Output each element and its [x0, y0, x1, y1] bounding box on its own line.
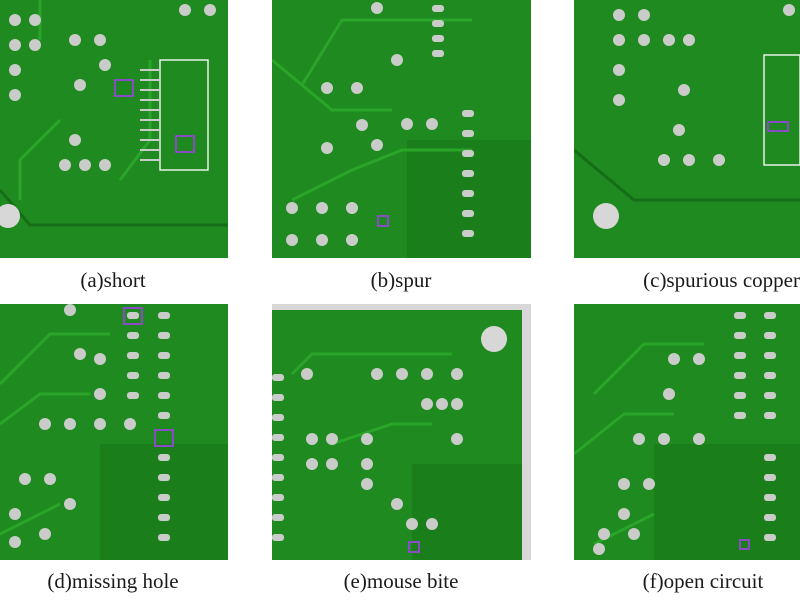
defect-box-a2: [175, 135, 195, 153]
defect-box-f: [739, 539, 750, 550]
pcb-image-e: [272, 304, 531, 560]
panel-c-spurious-copper-image: [574, 0, 800, 258]
panel-d-missing-hole-image: [0, 304, 228, 560]
caption-d: (d)missing hole: [47, 569, 179, 593]
caption-c: (c)spurious copper: [643, 268, 800, 292]
caption-f: (f)open circuit: [642, 569, 764, 593]
defect-box-d2: [154, 429, 174, 447]
pcb-image-a: [0, 0, 228, 258]
caption-a: (a)short: [80, 268, 146, 292]
defect-box-b: [377, 215, 389, 227]
panel-e-mouse-bite-image: [272, 304, 531, 560]
defect-box-a1: [114, 79, 134, 97]
defect-box-c: [767, 121, 789, 132]
caption-b: (b)spur: [370, 268, 432, 292]
pcb-image-b: [272, 0, 531, 258]
pcb-image-c: [574, 0, 800, 258]
pcb-image-d: [0, 304, 228, 560]
caption-e: (e)mouse bite: [343, 569, 459, 593]
panel-a-short-image: [0, 0, 228, 258]
pcb-image-f: [574, 304, 800, 560]
panel-b-spur-image: [272, 0, 531, 258]
defect-box-e: [408, 541, 420, 553]
panel-f-open-circuit-image: [574, 304, 800, 560]
defect-box-d1: [123, 307, 143, 325]
